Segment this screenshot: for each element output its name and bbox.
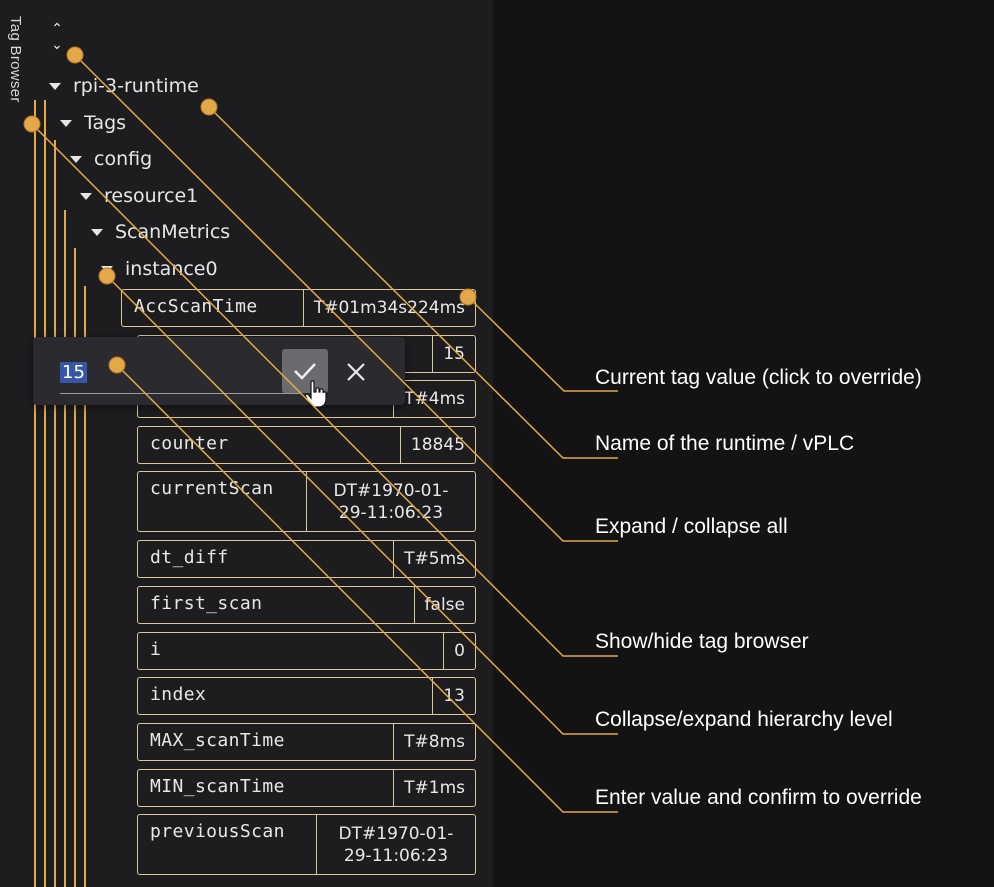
tag-row: dt_diff T#5ms bbox=[137, 540, 476, 578]
tree-node-instance[interactable]: instance0 bbox=[101, 257, 218, 281]
tree-guide-line bbox=[54, 140, 56, 887]
tree-guide-line bbox=[64, 210, 66, 887]
expand-triangle-icon[interactable] bbox=[70, 155, 82, 163]
tag-name: previousScan bbox=[150, 821, 285, 842]
tag-browser-panel: Tag Browser ⌃⌄ rpi-3-runtime Tags config… bbox=[0, 0, 493, 887]
tag-value[interactable]: 18845 bbox=[399, 427, 475, 463]
tag-name: first_scan bbox=[150, 593, 263, 614]
tree-node-config[interactable]: config bbox=[70, 147, 152, 171]
tag-row: currentScan DT#1970-01- 29-11:06:23 bbox=[137, 471, 476, 532]
close-icon bbox=[347, 363, 365, 381]
callout-current-value: Current tag value (click to override) bbox=[595, 366, 922, 389]
tag-row: MIN_scanTime T#1ms bbox=[137, 769, 476, 807]
tag-value[interactable]: T#4ms bbox=[393, 381, 475, 417]
override-input-text: 15 bbox=[60, 362, 87, 383]
tag-name: MIN_scanTime bbox=[150, 776, 285, 797]
tag-row: MAX_scanTime T#8ms bbox=[137, 723, 476, 761]
expand-triangle-icon[interactable] bbox=[49, 82, 61, 90]
tag-name: currentScan bbox=[150, 478, 274, 499]
expand-triangle-icon[interactable] bbox=[91, 228, 103, 236]
tag-row: i 0 bbox=[137, 632, 476, 670]
tree-node-label: instance0 bbox=[125, 258, 218, 280]
tree-node-runtime[interactable]: rpi-3-runtime bbox=[49, 74, 199, 98]
tree-guide-line bbox=[44, 100, 46, 887]
tag-value[interactable]: T#1ms bbox=[393, 770, 475, 806]
tree-node-label: config bbox=[94, 148, 153, 170]
tag-value[interactable]: 0 bbox=[443, 633, 475, 669]
tree-node-tags[interactable]: Tags bbox=[60, 111, 126, 135]
cancel-override-button[interactable] bbox=[338, 354, 374, 390]
callout-expand-all: Expand / collapse all bbox=[595, 515, 788, 538]
tag-row: counter 18845 bbox=[137, 426, 476, 464]
tag-value[interactable]: false bbox=[413, 587, 475, 623]
tag-value[interactable]: T#5ms bbox=[393, 541, 475, 577]
callout-collapse-level: Collapse/expand hierarchy level bbox=[595, 708, 893, 731]
callout-enter-value: Enter value and confirm to override bbox=[595, 786, 922, 809]
tree-node-program[interactable]: ScanMetrics bbox=[91, 220, 230, 244]
expand-triangle-icon[interactable] bbox=[80, 192, 92, 200]
tag-name: i bbox=[150, 639, 162, 660]
tag-value[interactable]: 15 bbox=[432, 336, 475, 372]
tag-value[interactable]: T#8ms bbox=[393, 724, 475, 760]
tag-name: index bbox=[150, 684, 207, 705]
expand-triangle-icon[interactable] bbox=[101, 265, 113, 273]
tag-value[interactable]: 13 bbox=[432, 678, 475, 714]
tree-node-label: Tags bbox=[84, 112, 127, 134]
tag-row: first_scan false bbox=[137, 586, 476, 624]
expand-triangle-icon[interactable] bbox=[60, 119, 72, 127]
tree-node-label: resource1 bbox=[104, 185, 199, 207]
tag-row: previousScan DT#1970-01- 29-11:06:23 bbox=[137, 814, 476, 875]
tag-name: counter bbox=[150, 433, 229, 454]
collapse-all-icon[interactable]: ⌃⌄ bbox=[49, 21, 65, 53]
callout-runtime-name: Name of the runtime / vPLC bbox=[595, 432, 855, 455]
tag-name: dt_diff bbox=[150, 547, 229, 568]
tag-value[interactable]: DT#1970-01- 29-11:06:23 bbox=[306, 472, 475, 531]
tag-browser-toggle[interactable]: Tag Browser bbox=[7, 16, 24, 103]
hand-cursor-icon bbox=[305, 380, 327, 408]
tag-row: AccScanTime T#01m34s224ms bbox=[121, 289, 476, 327]
tag-value[interactable]: DT#1970-01- 29-11:06:23 bbox=[316, 815, 475, 874]
tree-node-resource[interactable]: resource1 bbox=[80, 184, 198, 208]
tag-name: AccScanTime bbox=[134, 296, 258, 317]
runtime-name: rpi-3-runtime bbox=[73, 75, 199, 97]
override-value-input[interactable]: 15 bbox=[60, 359, 300, 394]
override-popup: 15 bbox=[33, 337, 405, 408]
tree-guide-line bbox=[34, 100, 36, 887]
tag-value[interactable]: T#01m34s224ms bbox=[302, 290, 475, 326]
tree-node-label: ScanMetrics bbox=[115, 221, 231, 243]
check-icon bbox=[294, 363, 316, 380]
tag-row: index 13 bbox=[137, 677, 476, 715]
tag-name: MAX_scanTime bbox=[150, 730, 285, 751]
callout-show-hide: Show/hide tag browser bbox=[595, 630, 809, 653]
